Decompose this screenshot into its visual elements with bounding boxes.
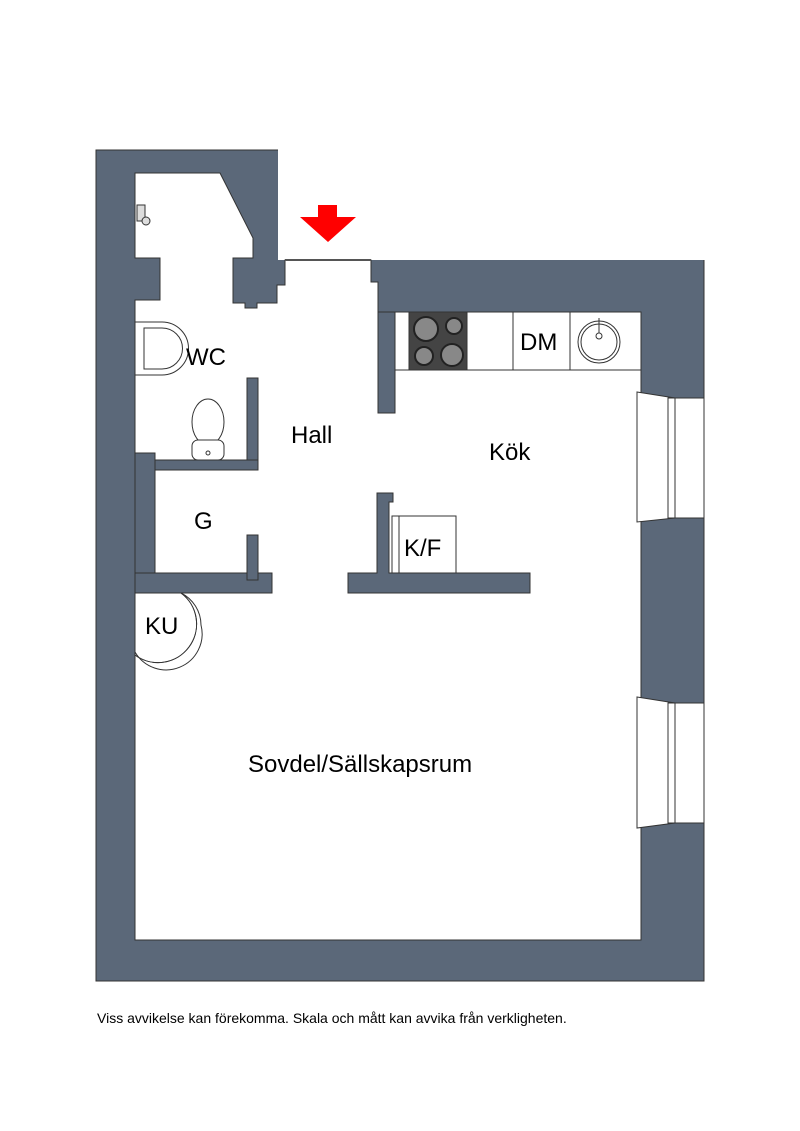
window-living [636, 696, 705, 829]
window-kitchen [636, 391, 705, 523]
room-label-kitchen: Kök [489, 439, 531, 466]
kitchen-wall [377, 311, 396, 414]
label-ku: KU [145, 613, 178, 640]
disclaimer-text: Viss avvikelse kan förekomma. Skala och … [97, 1010, 567, 1026]
washbasin-icon [134, 321, 189, 376]
fridge-freezer [391, 515, 457, 574]
wc-hall-wall [246, 377, 259, 471]
toilet-icon [191, 398, 225, 461]
entrance-arrow-icon [300, 205, 356, 242]
sink-icon [577, 318, 621, 364]
shower-icon [136, 204, 151, 226]
label-fridge: K/F [404, 535, 441, 562]
wc-bottom-wall [154, 459, 259, 471]
room-label-hall: Hall [291, 422, 332, 449]
closet-bottom-wall [134, 572, 273, 594]
wc-left-step [134, 452, 156, 574]
exterior-area [278, 140, 708, 260]
label-dishwasher: DM [520, 329, 557, 356]
room-label-wc: WC [186, 344, 226, 371]
room-label-living: Sovdel/Sällskapsrum [248, 751, 472, 778]
room-label-closet: G [194, 508, 213, 535]
closet-right-wall [246, 534, 259, 581]
